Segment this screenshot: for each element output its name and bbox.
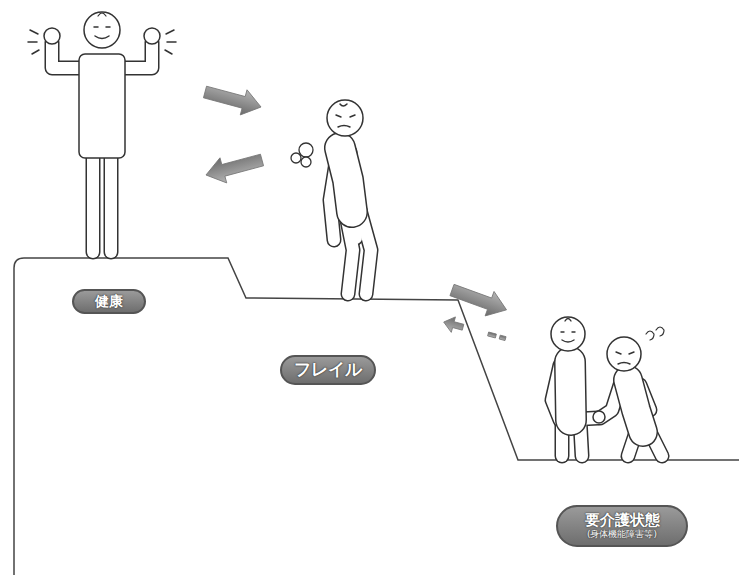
- stage-name: フレイル: [294, 360, 362, 380]
- stage-name: 健康: [95, 293, 123, 309]
- care-figures: [551, 317, 664, 456]
- stage-label: 健康: [72, 289, 146, 314]
- staircase-outline: [14, 258, 739, 575]
- stage-name: 要介護状態: [585, 512, 660, 529]
- stage-label: フレイル: [280, 355, 376, 385]
- stage-note: (身体機能障害等): [587, 529, 657, 539]
- healthy-figure: [28, 12, 176, 252]
- transition-arrows: [202, 79, 511, 346]
- frail-figure: [291, 100, 371, 294]
- stage-label: 要介護状態(身体機能障害等): [556, 505, 688, 547]
